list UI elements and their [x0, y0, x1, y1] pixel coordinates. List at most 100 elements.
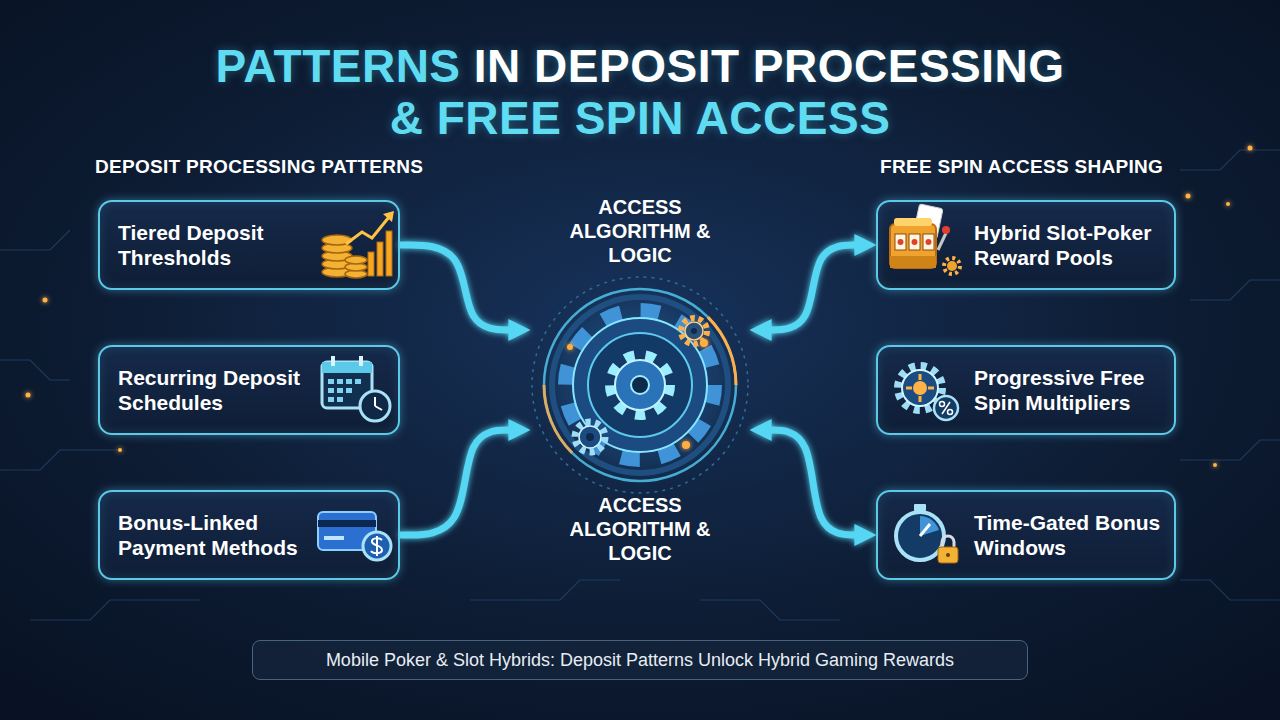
glow-dot [1226, 202, 1230, 206]
trend-line [346, 217, 389, 244]
gear-ring [544, 289, 736, 481]
box-label: Hybrid Slot-Poker Reward Pools [974, 220, 1162, 270]
circuit-trace [0, 360, 70, 380]
coin [322, 243, 352, 253]
calendar-header [322, 362, 372, 373]
glow-dot [26, 393, 31, 398]
slot-reel [895, 234, 906, 250]
gear-body [902, 370, 938, 406]
gear-teeth [898, 366, 942, 410]
card-line [324, 536, 344, 540]
calendar-cell [355, 379, 361, 384]
gear-body [947, 261, 957, 271]
lever-knob [942, 226, 950, 234]
slot-body [890, 224, 936, 268]
coin [322, 235, 352, 245]
gear-axle [631, 376, 649, 394]
stopwatch-knob [914, 504, 926, 511]
circuit-trace [1190, 280, 1280, 300]
pattern-box: Progressive Free Spin Multipliers [876, 345, 1176, 435]
gear-axle [691, 328, 697, 334]
pattern-box: Recurring Deposit Schedules [98, 345, 400, 435]
circuit-trace [0, 450, 120, 470]
slot-card-icon [890, 204, 960, 274]
gear-teeth [610, 355, 670, 415]
playing-card [913, 204, 943, 240]
calendar-cell [337, 388, 343, 393]
gear-center [913, 381, 927, 395]
box-label: Bonus-Linked Payment Methods [118, 510, 313, 560]
gear-rays [906, 374, 934, 402]
trend-arrowhead [383, 211, 394, 222]
percent-symbol [940, 402, 945, 407]
section-heading: DEPOSIT PROCESSING PATTERNS [95, 156, 515, 178]
card-body [318, 512, 376, 550]
stopwatch-lock-icon [896, 504, 958, 563]
calendar-cell [328, 388, 334, 393]
gear-hub [615, 360, 665, 410]
pattern-box: Tiered Deposit Thresholds [98, 200, 400, 290]
chart-bar [377, 242, 383, 276]
gear-body [573, 318, 707, 452]
circuit-trace [1180, 440, 1280, 460]
gear-ring [532, 277, 748, 493]
caption-text: Mobile Poker & Slot Hybrids: Deposit Pat… [326, 650, 954, 671]
calendar-ring [331, 356, 335, 366]
stopwatch-face [896, 512, 944, 560]
pattern-box: Hybrid Slot-Poker Reward Pools [876, 200, 1176, 290]
flow-arrow [750, 387, 861, 394]
hub-label: ACCESS ALGORITHM & LOGIC [560, 195, 720, 267]
clock-face [360, 391, 390, 421]
percent-badge [934, 396, 958, 420]
stopwatch-hand [920, 524, 930, 536]
box-label: Recurring Deposit Schedules [118, 365, 313, 415]
calendar-clock-icon [322, 356, 390, 421]
calendar-ring [359, 356, 363, 366]
circuit-trace [700, 600, 840, 620]
gear-body [685, 322, 703, 340]
title-word: DEPOSIT [534, 40, 739, 92]
lock-keyhole [946, 553, 950, 557]
coins-chart-icon [322, 211, 394, 278]
title-word: PROCESSING [753, 40, 1065, 92]
stopwatch-sector [920, 516, 939, 536]
slot-top [894, 218, 932, 226]
coin [345, 270, 367, 278]
reel-symbol [912, 239, 918, 245]
title-word: PATTERNS [215, 40, 460, 92]
reel-symbol [926, 239, 932, 245]
coin [345, 256, 367, 264]
chart-bar [386, 231, 392, 276]
circuit-trace [30, 600, 200, 620]
gear-glow [528, 273, 752, 497]
card-coin-icon [318, 512, 391, 560]
lock-shackle [942, 536, 954, 548]
card-heart [920, 223, 933, 235]
glow-dot [567, 344, 573, 350]
circuit-trace [470, 580, 620, 600]
caption-box: Mobile Poker & Slot Hybrids: Deposit Pat… [252, 640, 1028, 680]
gear-emblem [528, 273, 752, 497]
box-label: Tiered Deposit Thresholds [118, 220, 313, 270]
gear-axle [586, 433, 594, 441]
slot-reel [909, 234, 920, 250]
algorithm-hub: ACCESS ALGORITHM & LOGICACCESS ALGORITHM… [530, 195, 750, 565]
slot-base [890, 256, 936, 268]
glow-dot [1213, 463, 1217, 467]
gear-inner [588, 333, 692, 437]
glow-dot [700, 339, 708, 347]
diagram-title: PATTERNS IN DEPOSIT PROCESSING & FREE SP… [0, 40, 1280, 144]
glow-dot [43, 298, 48, 303]
glow-dot [1186, 194, 1191, 199]
chart-bar [368, 252, 374, 276]
small-gear [575, 422, 605, 452]
lock-body [938, 547, 958, 563]
coin [322, 267, 352, 277]
slot-reel [923, 234, 934, 250]
circuit-trace [1180, 580, 1280, 600]
percent-symbol [948, 410, 953, 415]
percent-symbol [942, 402, 950, 414]
calendar-cell [328, 379, 334, 384]
